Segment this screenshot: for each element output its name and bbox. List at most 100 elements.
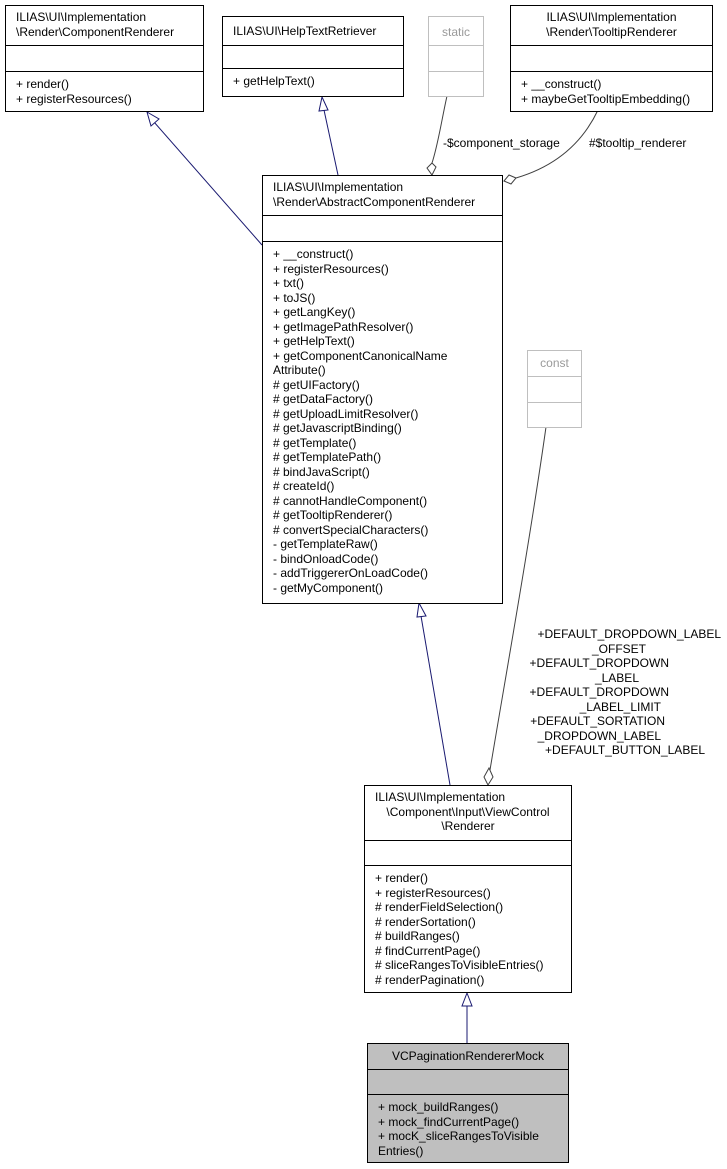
attributes-section	[368, 1070, 568, 1095]
methods-section: + __construct() + maybeGetTooltipEmbeddi…	[511, 72, 712, 106]
method: # renderSortation()	[375, 914, 476, 929]
method: # renderFieldSelection()	[375, 900, 504, 914]
class-title: ILIAS\UI\HelpTextRetriever	[223, 17, 403, 46]
attributes-section	[263, 216, 502, 242]
class-tooltip-renderer[interactable]: ILIAS\UI\Implementation \Render\TooltipR…	[510, 5, 713, 112]
title-line: \Render\ComponentRenderer	[16, 24, 175, 39]
title-line: \Renderer	[441, 819, 495, 833]
const-member-line: _DROPDOWN_LABEL	[537, 728, 661, 743]
attributes-section	[528, 377, 581, 403]
method: Attribute()	[273, 363, 326, 377]
method: + registerResources()	[273, 261, 389, 276]
const-member-line: +DEFAULT_DROPDOWN	[529, 685, 669, 699]
method: + mock_findCurrentPage()	[378, 1114, 520, 1129]
edge-tooltip-renderer	[503, 109, 599, 185]
method: + txt()	[273, 276, 305, 290]
const-member-line: +DEFAULT_DROPDOWN_LABEL	[537, 627, 722, 641]
title-line: VCPaginationRendererMock	[391, 1049, 545, 1063]
title-line: ILIAS\UI\HelpTextRetriever	[233, 24, 377, 38]
title-line: \Render\TooltipRenderer	[546, 24, 677, 39]
method: + __construct()	[273, 247, 354, 261]
class-title: const	[528, 351, 581, 377]
edge-label-const-members: +DEFAULT_DROPDOWN_LABEL _OFFSET +DEFAULT…	[495, 627, 721, 758]
const-member-line: _LABEL_LIMIT	[579, 699, 661, 714]
method: + getLangKey()	[273, 305, 356, 319]
title-line: \Component\Input\ViewControl	[386, 804, 550, 819]
attributes-section	[223, 46, 403, 69]
method: - addTriggererOnLoadCode()	[273, 566, 428, 580]
method: + maybeGetTooltipEmbedding()	[521, 91, 691, 106]
method: + toJS()	[273, 290, 316, 305]
method: + getImagePathResolver()	[273, 319, 414, 334]
title-line: ILIAS\UI\Implementation	[273, 180, 404, 194]
method: + render()	[375, 871, 429, 885]
method: + getHelpText()	[273, 334, 355, 348]
method: + registerResources()	[375, 885, 491, 900]
method: # getUploadLimitResolver()	[273, 406, 419, 421]
edge-label-component-storage: -$component_storage	[443, 136, 560, 150]
const-member-line: _OFFSET	[591, 641, 646, 656]
method: + mock_buildRanges()	[378, 1100, 499, 1114]
method: # getTemplate()	[273, 435, 357, 450]
method: - getMyComponent()	[273, 580, 384, 595]
class-title: ILIAS\UI\Implementation \Render\Componen…	[6, 6, 203, 46]
edge-inherits-view-control-renderer	[461, 991, 473, 1043]
edge-label-tooltip-renderer: #$tooltip_renderer	[589, 136, 687, 150]
method: Entries()	[378, 1143, 424, 1158]
method: + getComponentCanonicalName	[273, 348, 448, 363]
methods-section: + mock_buildRanges() + mock_findCurrentP…	[368, 1095, 568, 1158]
attributes-section	[365, 841, 571, 866]
methods-section: + __construct() + registerResources() + …	[263, 242, 502, 595]
const-member-line: +DEFAULT_SORTATION	[530, 714, 665, 728]
method: + render()	[16, 77, 70, 91]
class-vc-pagination-renderer-mock[interactable]: VCPaginationRendererMock + mock_buildRan…	[367, 1043, 569, 1163]
method: + __construct()	[521, 77, 602, 91]
methods-section: + render() + registerResources()	[6, 72, 203, 106]
method: # bindJavaScript()	[273, 464, 370, 479]
method: + getHelpText()	[233, 74, 315, 88]
method: # createId()	[273, 479, 335, 493]
class-title: ILIAS\UI\Implementation \Render\Abstract…	[263, 176, 502, 216]
class-title: VCPaginationRendererMock	[368, 1044, 568, 1070]
method: # sliceRangesToVisibleEntries()	[375, 958, 544, 972]
attributes-section	[429, 46, 483, 72]
method: + mocK_sliceRangesToVisible	[378, 1129, 539, 1143]
title-line: ILIAS\UI\Implementation	[16, 10, 147, 24]
attributes-section	[6, 46, 203, 72]
class-title: ILIAS\UI\Implementation \Render\TooltipR…	[511, 6, 712, 46]
attributes-section	[511, 46, 712, 72]
class-title: ILIAS\UI\Implementation \Component\Input…	[365, 786, 571, 841]
method: # renderPagination()	[375, 972, 485, 987]
method: # cannotHandleComponent()	[273, 493, 428, 508]
title-line: ILIAS\UI\Implementation	[546, 10, 677, 24]
methods-section	[429, 72, 483, 96]
method: # getTemplatePath()	[273, 450, 382, 464]
class-help-text-retriever[interactable]: ILIAS\UI\HelpTextRetriever + getHelpText…	[222, 16, 404, 97]
title-line: \Render\AbstractComponentRenderer	[273, 194, 476, 209]
methods-section: + getHelpText()	[223, 69, 403, 89]
const-member-line: +DEFAULT_BUTTON_LABEL	[545, 743, 705, 757]
methods-section: + render() + registerResources() # rende…	[365, 866, 571, 987]
class-const[interactable]: const	[527, 350, 582, 428]
title-line: static	[441, 25, 470, 39]
class-view-control-renderer[interactable]: ILIAS\UI\Implementation \Component\Input…	[364, 785, 572, 993]
method: # getUIFactory()	[273, 377, 360, 392]
method: # getJavascriptBinding()	[273, 421, 402, 435]
methods-section	[528, 403, 581, 427]
class-static[interactable]: static	[428, 16, 484, 97]
const-member-line: +DEFAULT_DROPDOWN	[529, 656, 669, 670]
method: # getTooltipRenderer()	[273, 508, 393, 522]
method: + registerResources()	[16, 91, 132, 106]
class-abstract-component-renderer[interactable]: ILIAS\UI\Implementation \Render\Abstract…	[262, 175, 503, 604]
method: # findCurrentPage()	[375, 943, 481, 958]
method: - bindOnloadCode()	[273, 551, 379, 566]
edge-const-members	[483, 426, 547, 787]
method: # getDataFactory()	[273, 392, 374, 406]
edge-inherits-component-renderer	[146, 110, 263, 246]
title-line: ILIAS\UI\Implementation	[375, 790, 506, 804]
method: # buildRanges()	[375, 929, 460, 943]
class-component-renderer[interactable]: ILIAS\UI\Implementation \Render\Componen…	[5, 5, 204, 112]
title-line: const	[540, 356, 569, 370]
class-title: static	[429, 17, 483, 46]
edge-implements-help-text-retriever	[318, 95, 339, 176]
